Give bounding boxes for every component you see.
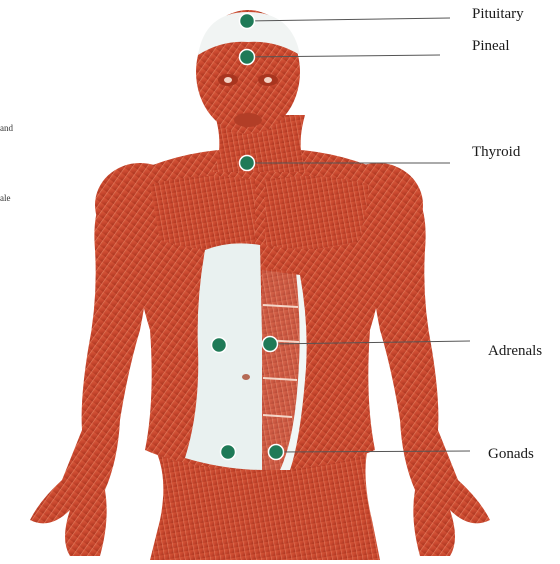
- mouth: [234, 113, 262, 127]
- marker-adrenal-right: [263, 337, 278, 352]
- marker-pineal: [240, 50, 255, 65]
- marker-thyroid: [240, 156, 255, 171]
- marker-gonad-left: [221, 445, 236, 460]
- label-gonads: Gonads: [488, 446, 534, 463]
- left-fragment-top: and: [0, 123, 13, 133]
- label-pituitary: Pituitary: [472, 6, 524, 23]
- left-fragment-bottom: ale: [0, 193, 11, 203]
- marker-pituitary: [240, 14, 255, 29]
- label-adrenals: Adrenals: [488, 343, 542, 360]
- marker-adrenal-left: [212, 338, 227, 353]
- label-pineal: Pineal: [472, 38, 510, 55]
- navel: [242, 374, 250, 380]
- right-pectoral: [265, 176, 370, 249]
- label-thyroid: Thyroid: [472, 144, 520, 161]
- left-pectoral: [150, 176, 255, 249]
- marker-gonad-right: [269, 445, 284, 460]
